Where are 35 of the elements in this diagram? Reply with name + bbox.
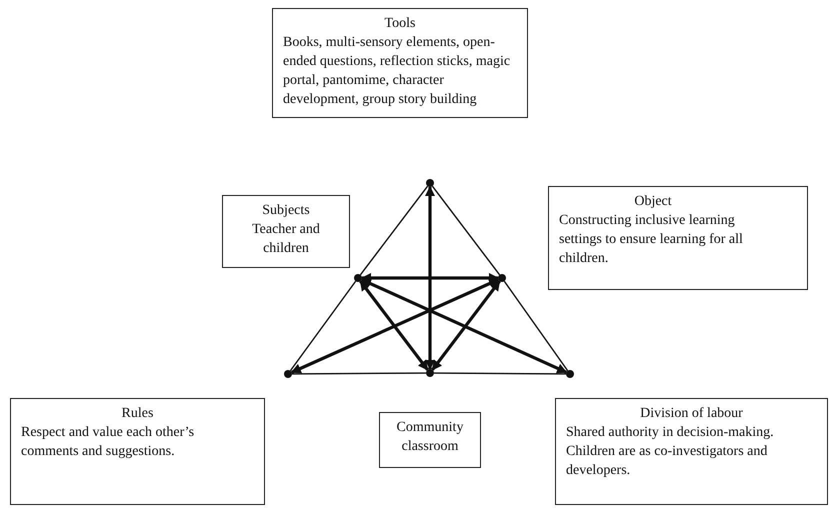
object-box — [548, 186, 808, 290]
vertex-point — [498, 274, 506, 282]
box-heading: Tools — [384, 15, 416, 33]
triangle-side-line — [290, 280, 356, 372]
vertex-point — [426, 179, 434, 187]
box-heading: Rules — [120, 405, 154, 423]
triangle-side-line — [292, 372, 426, 375]
rules-box — [10, 398, 265, 505]
vertex-point — [426, 369, 434, 377]
box-heading: Community — [396, 419, 464, 437]
arrow — [359, 280, 429, 371]
box-text: Teacher and children — [251, 221, 321, 258]
box-heading: Division of labour — [639, 405, 744, 423]
box-heading: Object — [633, 193, 673, 211]
community-box — [379, 412, 481, 468]
subjects-box — [222, 195, 350, 268]
arrow — [360, 278, 568, 374]
triangle-side-line — [360, 186, 428, 276]
arrow — [431, 280, 501, 371]
arrow — [290, 278, 500, 374]
division-of-labour-box — [555, 398, 828, 505]
box-text: Constructing inclusive learning settings to ensure learning for all children. — [559, 212, 744, 268]
vertex-point — [566, 370, 574, 378]
triangle-side-line — [504, 280, 568, 372]
vertex-point — [284, 370, 292, 378]
box-text: Shared authority in decision-making. Children are as co-investigators and developers. — [566, 424, 775, 480]
tools-box — [272, 8, 528, 118]
vertex-point — [354, 274, 362, 282]
box-text: Respect and value each other’s comments and suggestions. — [21, 424, 196, 461]
box-text: Books, multi-sensory elements, open-ended questions, reflection sticks, magic portal, pantomime, character development, group story building — [283, 34, 512, 109]
arrow — [424, 186, 436, 370]
box-text: classroom — [400, 438, 460, 456]
box-heading: Subjects — [261, 202, 311, 220]
triangle-side-line — [434, 372, 566, 375]
triangle-side-line — [432, 186, 500, 276]
